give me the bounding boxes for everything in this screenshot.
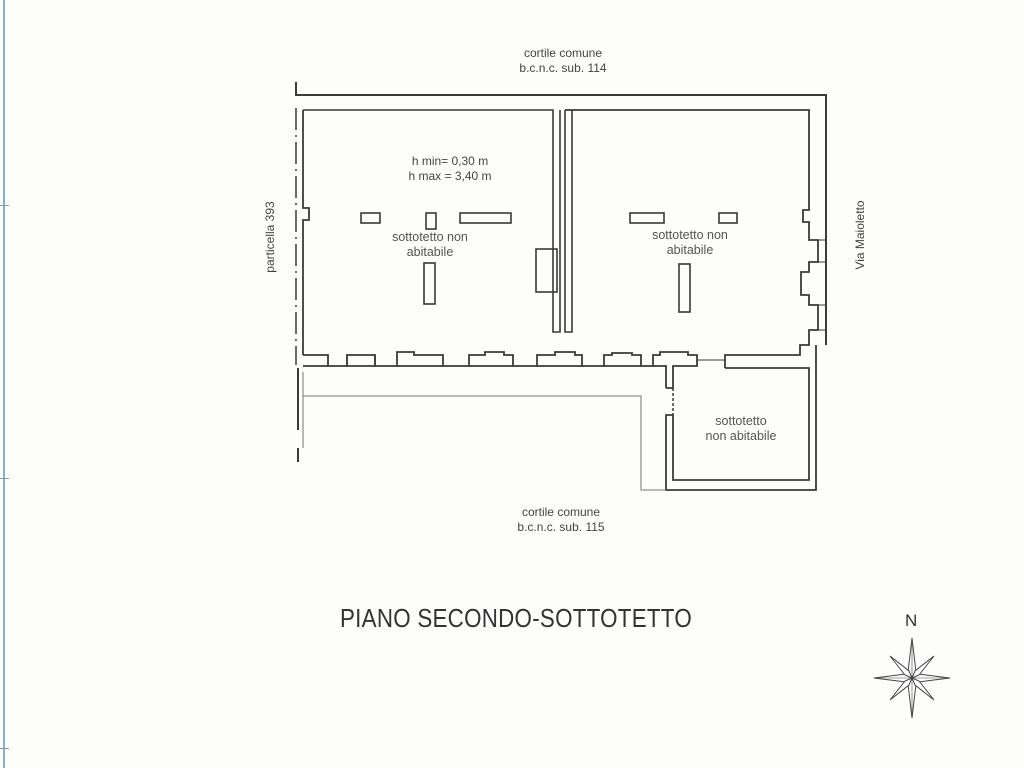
skylight bbox=[718, 212, 738, 224]
left-boundary-label: particella 393 bbox=[263, 201, 277, 273]
outer-wall-top bbox=[295, 82, 827, 345]
height-max: h max = 3,40 m bbox=[408, 169, 492, 183]
margin-tick bbox=[0, 748, 9, 749]
chimney-block bbox=[535, 248, 558, 293]
south-facade bbox=[303, 351, 698, 389]
drawing-title: PIANO SECONDO-SOTTOTETTO bbox=[340, 603, 692, 633]
room-label-southeast: sottotetto non abitabile bbox=[705, 414, 777, 443]
skylight bbox=[425, 212, 437, 230]
height-min: h min= 0,30 m bbox=[411, 154, 489, 168]
skylight bbox=[678, 263, 691, 313]
scan-margin-line bbox=[3, 0, 5, 768]
courtyard-outline bbox=[302, 372, 666, 491]
skylight bbox=[629, 212, 665, 224]
skylight bbox=[423, 262, 436, 305]
room-east-wall bbox=[565, 109, 819, 368]
north-label: N bbox=[905, 611, 918, 630]
margin-tick bbox=[0, 205, 9, 206]
ceiling-height-note: h min= 0,30 m h max = 3,40 m bbox=[385, 154, 515, 184]
street-label: Via Maioletto bbox=[853, 200, 867, 270]
courtyard-top-label: cortile comune b.c.n.c. sub. 114 bbox=[519, 46, 607, 75]
skylight bbox=[459, 212, 512, 224]
room-label-west: sottotetto non abitabile bbox=[392, 230, 468, 259]
courtyard-bottom-label: cortile comune b.c.n.c. sub. 115 bbox=[517, 505, 605, 534]
margin-tick bbox=[0, 478, 9, 479]
skylight bbox=[360, 212, 381, 224]
room-west-wall bbox=[303, 109, 561, 333]
room-label-east: sottotetto non abitabile bbox=[652, 228, 728, 257]
compass-rose-icon bbox=[873, 637, 951, 719]
